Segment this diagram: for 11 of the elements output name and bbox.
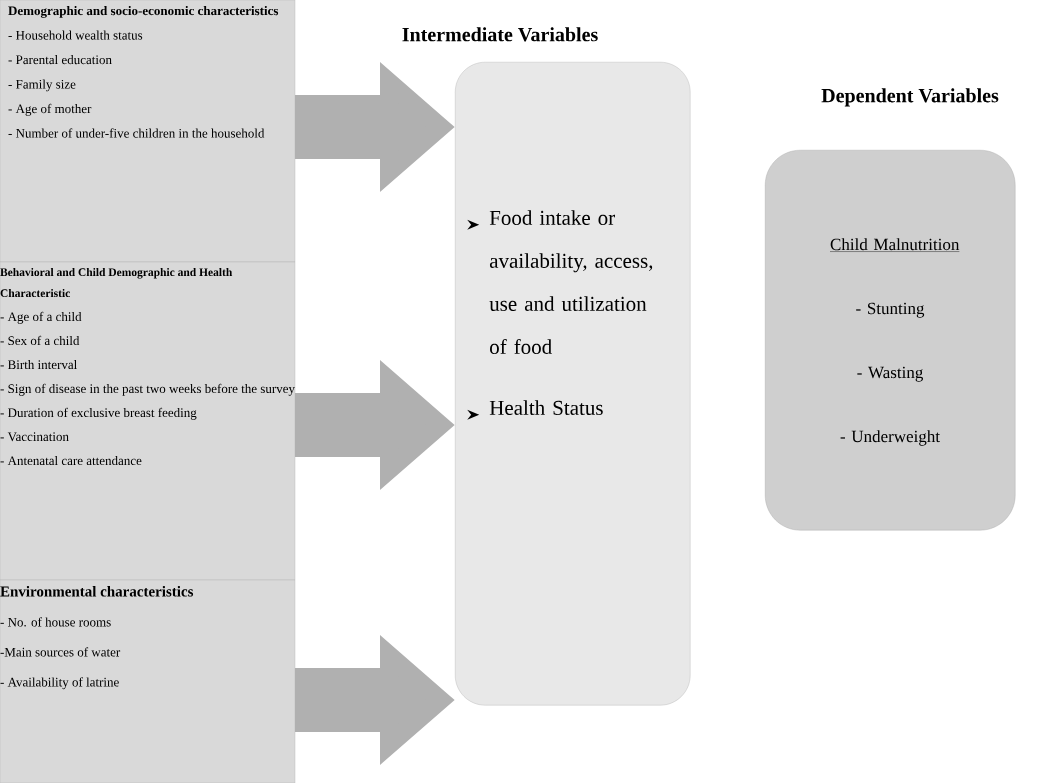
node-label: -Main sources of water	[0, 647, 121, 657]
intermediate-box: Intermediate Variables Food intake or availability, access, use and utilization of food Health Status	[402, 27, 691, 706]
factor-box: Environmental characteristics - No. of house rooms -Main sources of water - Availability of latrine	[0, 579, 296, 783]
node-label: Dependent Variables	[821, 88, 999, 107]
node-label: Environmental characteristics	[0, 586, 194, 597]
node-label: Intermediate Variables	[402, 27, 598, 42]
node-label: - No. of house rooms	[0, 617, 111, 627]
factor-box: Demographic and socio-economic characteristics - Household wealth status - Parental education - Family size - Age of mother - Number of under-five children in the household	[0, 0, 296, 263]
node-label: - Availability of latrine	[0, 677, 119, 690]
outcome-box: Dependent Variables Child Malnutrition - Stunting - Wasting - Underweight	[765, 88, 1016, 531]
factor-box: Behavioral and Child Demographic and Health Characteristic - Age of a child - Sex of a child - Birth interval - Sign of disease in the past two weeks before the survey - Duration of exclusive breast feeding - Vaccination - Antenatal care attendance	[0, 261, 296, 581]
